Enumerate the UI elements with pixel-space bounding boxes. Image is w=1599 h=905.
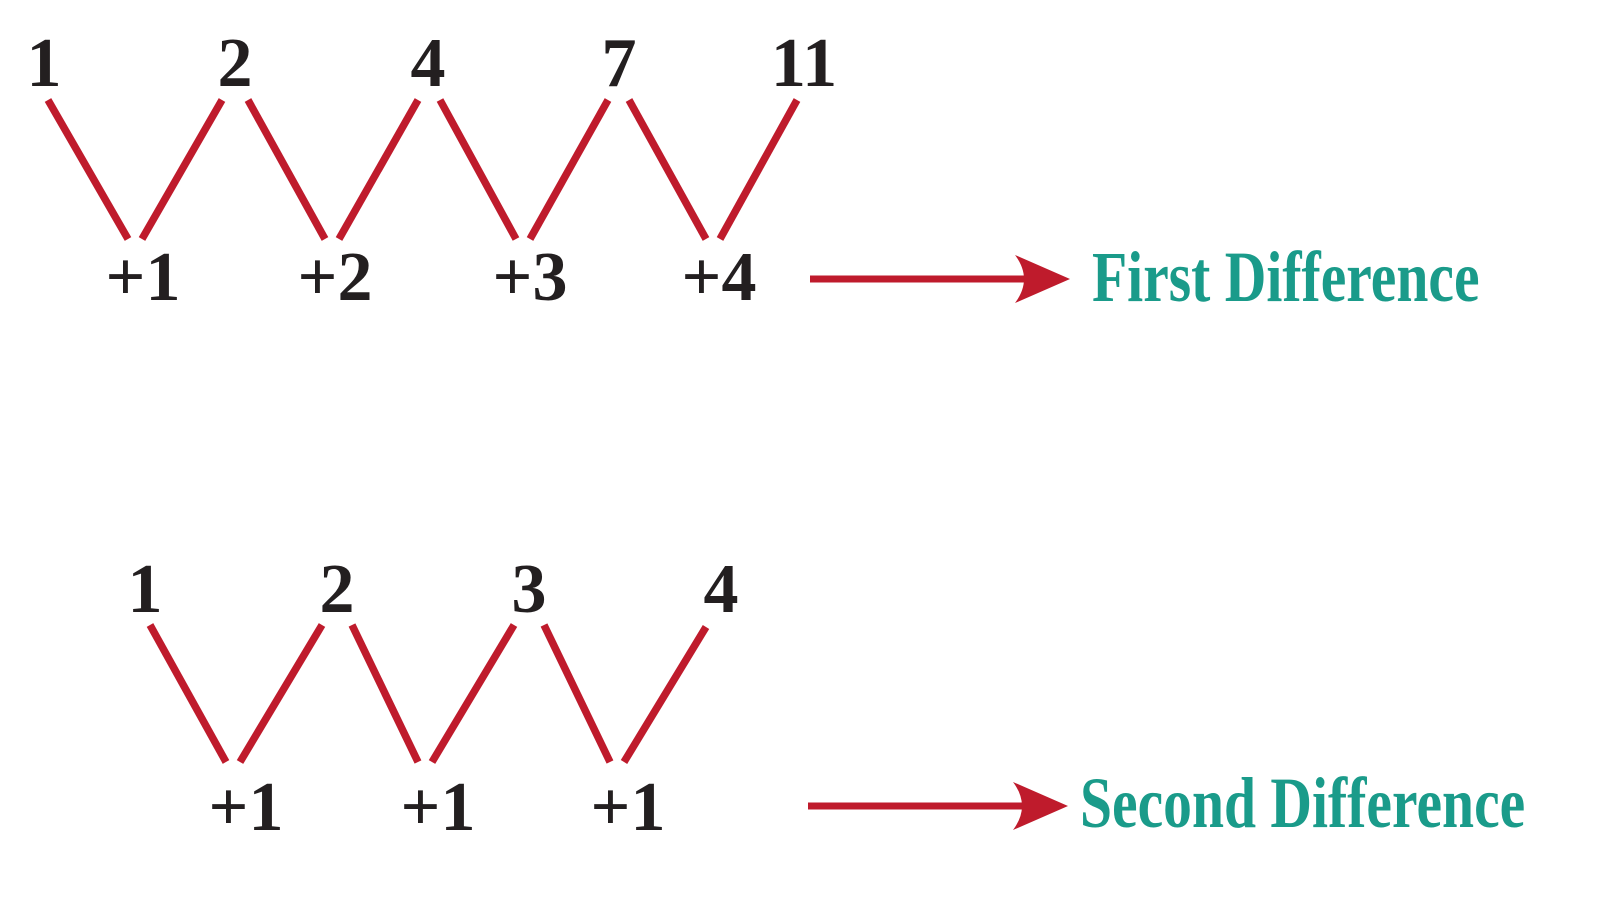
first-difference-arrow (810, 255, 1070, 303)
diff-line (526, 98, 612, 241)
sequence-value: 2 (217, 25, 253, 102)
diff-line (138, 98, 226, 241)
difference-value: +4 (681, 239, 757, 316)
first-difference-label: First Difference (1092, 237, 1480, 317)
diff-line (335, 98, 422, 241)
difference-value: +3 (492, 239, 568, 316)
sequence-value: 1 (127, 551, 163, 628)
sequence-value: 4 (703, 551, 739, 628)
first-difference-zigzag (44, 98, 801, 241)
sequence-value: 11 (770, 25, 838, 102)
diff-line (44, 98, 132, 241)
second-difference-arrow (808, 782, 1068, 830)
diff-line (716, 98, 801, 241)
difference-value: +1 (400, 769, 476, 846)
diff-line (146, 623, 230, 764)
difference-value: +1 (105, 239, 181, 316)
second-difference-label: Second Difference (1080, 763, 1526, 843)
diff-line (244, 98, 329, 241)
difference-value: +2 (297, 239, 373, 316)
arrow-head-icon (1015, 255, 1070, 303)
arrow-head-icon (1013, 782, 1068, 830)
diff-line (348, 623, 422, 764)
difference-value: +1 (208, 769, 284, 846)
sequence-value: 3 (511, 551, 547, 628)
sequence-value: 7 (601, 25, 637, 102)
diff-line (625, 98, 710, 241)
diff-line (436, 98, 520, 241)
difference-value: +1 (590, 769, 666, 846)
sequence-value: 1 (26, 25, 62, 102)
sequence-value: 2 (319, 551, 355, 628)
diff-line (428, 623, 518, 764)
diff-line (540, 623, 614, 764)
diff-line (236, 623, 326, 764)
second-difference-zigzag (146, 623, 710, 764)
sequence-value: 4 (410, 25, 446, 102)
diff-line (620, 625, 710, 764)
